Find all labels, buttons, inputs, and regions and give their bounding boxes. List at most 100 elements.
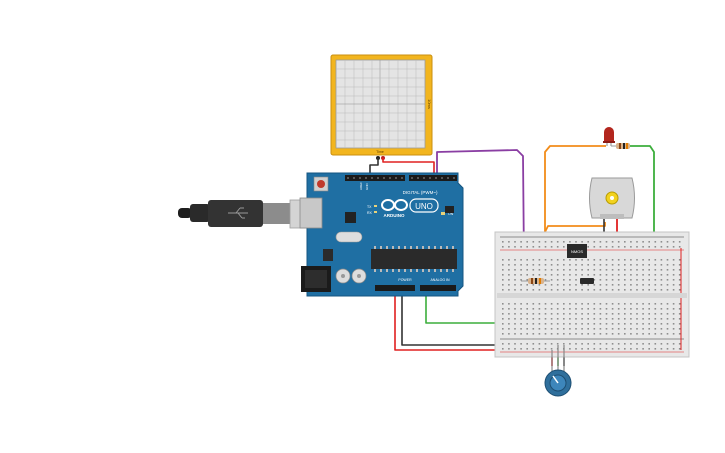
breadboard-hole[interactable]	[660, 284, 663, 286]
breadboard-hole[interactable]	[672, 241, 675, 243]
breadboard-hole[interactable]	[636, 333, 638, 335]
breadboard-hole[interactable]	[678, 279, 681, 281]
breadboard-hole[interactable]	[502, 279, 504, 281]
breadboard-hole[interactable]	[599, 259, 602, 261]
breadboard-hole[interactable]	[593, 323, 596, 325]
breadboard-hole[interactable]	[514, 348, 516, 350]
breadboard-hole[interactable]	[672, 303, 675, 305]
breadboard-hole[interactable]	[526, 269, 528, 271]
breadboard-hole[interactable]	[624, 328, 626, 330]
breadboard-hole[interactable]	[569, 289, 571, 291]
breadboard-hole[interactable]	[648, 303, 650, 305]
breadboard-hole[interactable]	[605, 333, 608, 335]
breadboard-hole[interactable]	[642, 308, 644, 310]
breadboard-hole[interactable]	[605, 348, 608, 350]
breadboard-hole[interactable]	[502, 246, 504, 248]
breadboard-hole[interactable]	[563, 246, 565, 248]
breadboard-hole[interactable]	[648, 343, 650, 345]
breadboard-hole[interactable]	[660, 308, 663, 310]
breadboard-hole[interactable]	[502, 284, 504, 286]
breadboard-hole[interactable]	[672, 343, 675, 345]
breadboard-hole[interactable]	[660, 348, 663, 350]
breadboard-hole[interactable]	[569, 308, 571, 310]
breadboard-hole[interactable]	[648, 264, 650, 266]
breadboard-hole[interactable]	[538, 246, 541, 248]
breadboard-hole[interactable]	[593, 289, 596, 291]
breadboard-hole[interactable]	[636, 318, 638, 320]
breadboard-hole[interactable]	[532, 241, 535, 243]
breadboard-hole[interactable]	[672, 333, 675, 335]
breadboard-hole[interactable]	[660, 259, 663, 261]
breadboard-hole[interactable]	[678, 308, 681, 310]
breadboard-hole[interactable]	[520, 289, 522, 291]
breadboard-hole[interactable]	[599, 333, 602, 335]
breadboard-hole[interactable]	[538, 289, 541, 291]
breadboard-hole[interactable]	[617, 289, 620, 291]
breadboard-hole[interactable]	[563, 343, 565, 345]
breadboard-hole[interactable]	[611, 264, 614, 266]
breadboard-hole[interactable]	[666, 348, 669, 350]
breadboard-hole[interactable]	[514, 343, 516, 345]
breadboard-hole[interactable]	[569, 303, 571, 305]
breadboard-hole[interactable]	[538, 313, 541, 315]
breadboard-hole[interactable]	[672, 328, 675, 330]
breadboard-hole[interactable]	[678, 284, 681, 286]
breadboard-hole[interactable]	[630, 328, 632, 330]
breadboard-hole[interactable]	[599, 303, 602, 305]
breadboard-hole[interactable]	[666, 269, 669, 271]
breadboard-hole[interactable]	[508, 289, 510, 291]
breadboard-hole[interactable]	[678, 328, 681, 330]
breadboard-hole[interactable]	[672, 284, 675, 286]
breadboard-hole[interactable]	[593, 259, 596, 261]
breadboard-hole[interactable]	[611, 246, 614, 248]
breadboard-hole[interactable]	[532, 289, 535, 291]
breadboard-hole[interactable]	[642, 328, 644, 330]
breadboard-hole[interactable]	[630, 303, 632, 305]
breadboard-hole[interactable]	[550, 348, 553, 350]
breadboard-hole[interactable]	[648, 269, 650, 271]
breadboard-hole[interactable]	[636, 289, 638, 291]
breadboard-hole[interactable]	[538, 318, 541, 320]
breadboard-hole[interactable]	[630, 259, 632, 261]
breadboard-hole[interactable]	[538, 343, 541, 345]
breadboard-hole[interactable]	[611, 284, 614, 286]
breadboard-hole[interactable]	[544, 313, 547, 315]
breadboard-hole[interactable]	[654, 269, 657, 271]
breadboard-hole[interactable]	[556, 246, 559, 248]
breadboard-hole[interactable]	[654, 246, 657, 248]
breadboard-hole[interactable]	[514, 246, 516, 248]
breadboard-hole[interactable]	[624, 303, 626, 305]
breadboard-hole[interactable]	[678, 274, 681, 276]
breadboard-hole[interactable]	[672, 259, 675, 261]
breadboard-hole[interactable]	[630, 313, 632, 315]
breadboard-hole[interactable]	[532, 313, 535, 315]
breadboard-hole[interactable]	[575, 308, 577, 310]
breadboard-hole[interactable]	[660, 246, 663, 248]
breadboard-hole[interactable]	[630, 269, 632, 271]
breadboard-hole[interactable]	[617, 318, 620, 320]
breadboard-hole[interactable]	[508, 323, 510, 325]
breadboard-hole[interactable]	[581, 348, 583, 350]
breadboard-hole[interactable]	[514, 323, 516, 325]
breadboard-hole[interactable]	[678, 348, 681, 350]
breadboard-hole[interactable]	[538, 328, 541, 330]
breadboard-hole[interactable]	[636, 246, 638, 248]
breadboard-hole[interactable]	[672, 269, 675, 271]
breadboard-hole[interactable]	[587, 328, 589, 330]
breadboard-hole[interactable]	[660, 264, 663, 266]
breadboard-hole[interactable]	[538, 348, 541, 350]
breadboard-hole[interactable]	[678, 333, 681, 335]
breadboard-hole[interactable]	[642, 259, 644, 261]
breadboard-hole[interactable]	[556, 308, 559, 310]
breadboard-hole[interactable]	[569, 279, 571, 281]
breadboard-hole[interactable]	[672, 308, 675, 310]
breadboard-hole[interactable]	[508, 241, 510, 243]
breadboard-hole[interactable]	[672, 274, 675, 276]
breadboard-hole[interactable]	[526, 246, 528, 248]
breadboard-hole[interactable]	[593, 264, 596, 266]
breadboard-hole[interactable]	[538, 284, 541, 286]
breadboard-hole[interactable]	[514, 289, 516, 291]
breadboard-hole[interactable]	[550, 289, 553, 291]
breadboard-hole[interactable]	[514, 259, 516, 261]
breadboard-hole[interactable]	[508, 313, 510, 315]
